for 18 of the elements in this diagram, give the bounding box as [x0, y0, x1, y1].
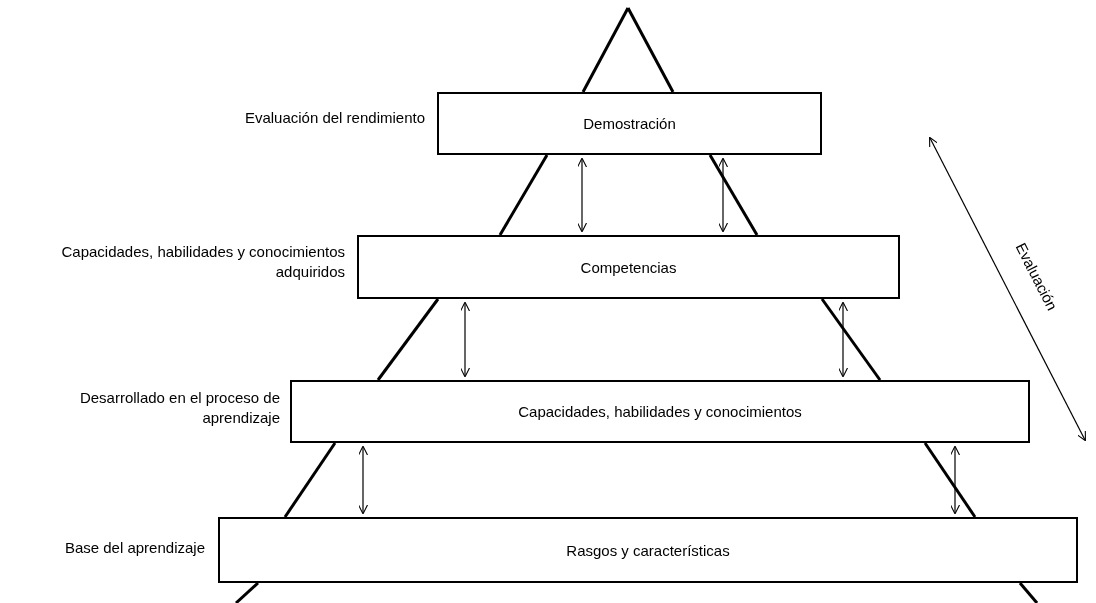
level-description: Base del aprendizaje [63, 538, 205, 558]
level-description: Capacidades, habilidades y conocimientos adquiridos [60, 242, 345, 283]
level-box [290, 380, 1030, 443]
level-box [357, 235, 900, 299]
level-box [437, 92, 822, 155]
double-arrow [949, 445, 961, 515]
level-title: Competencias [580, 258, 677, 276]
level-title: Capacidades, habilidades y conocimientos [518, 403, 802, 420]
double-arrow [837, 301, 849, 378]
double-arrow [717, 157, 729, 233]
level-title: Demostración [583, 115, 676, 132]
double-arrow [576, 157, 588, 233]
double-arrow [357, 445, 369, 515]
level-description: Desarrollado en el proceso de aprendizaje [78, 388, 280, 429]
level-box [218, 517, 1078, 583]
level-description: Evaluación del rendimiento [243, 108, 425, 128]
double-arrow [459, 301, 471, 378]
level-title: Rasgos y características [566, 541, 730, 559]
